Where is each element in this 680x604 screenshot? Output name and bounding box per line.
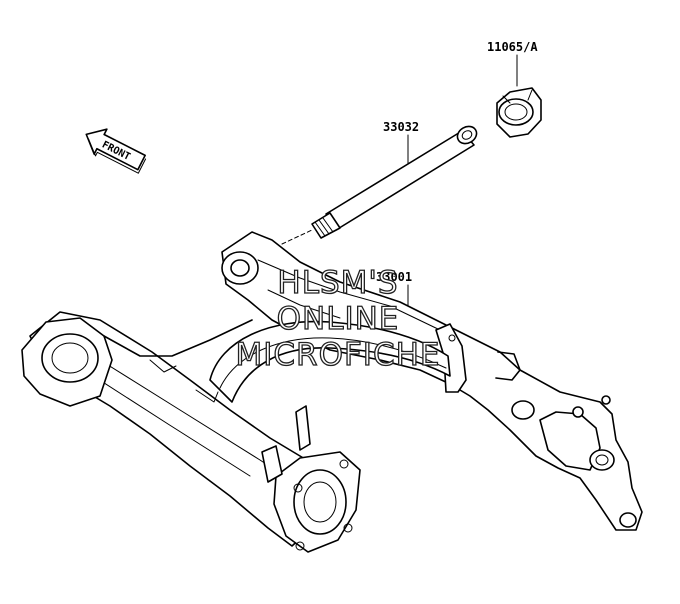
watermark-line1: HLSM'S bbox=[277, 265, 398, 301]
swingarm-33001 bbox=[21, 231, 643, 553]
part-label-33001: 33001 bbox=[376, 270, 412, 284]
watermark: HLSM'S ONLINE MICROFICHE bbox=[235, 264, 441, 373]
bushing-11065 bbox=[496, 87, 542, 138]
watermark-line2: ONLINE bbox=[277, 301, 400, 337]
part-label-33032: 33032 bbox=[383, 120, 419, 134]
watermark-line3: MICROFICHE bbox=[236, 337, 441, 373]
front-arrow: FRONT bbox=[85, 128, 147, 174]
pivot-shaft-33032 bbox=[281, 125, 478, 245]
part-label-11065: 11065/A bbox=[487, 40, 538, 54]
